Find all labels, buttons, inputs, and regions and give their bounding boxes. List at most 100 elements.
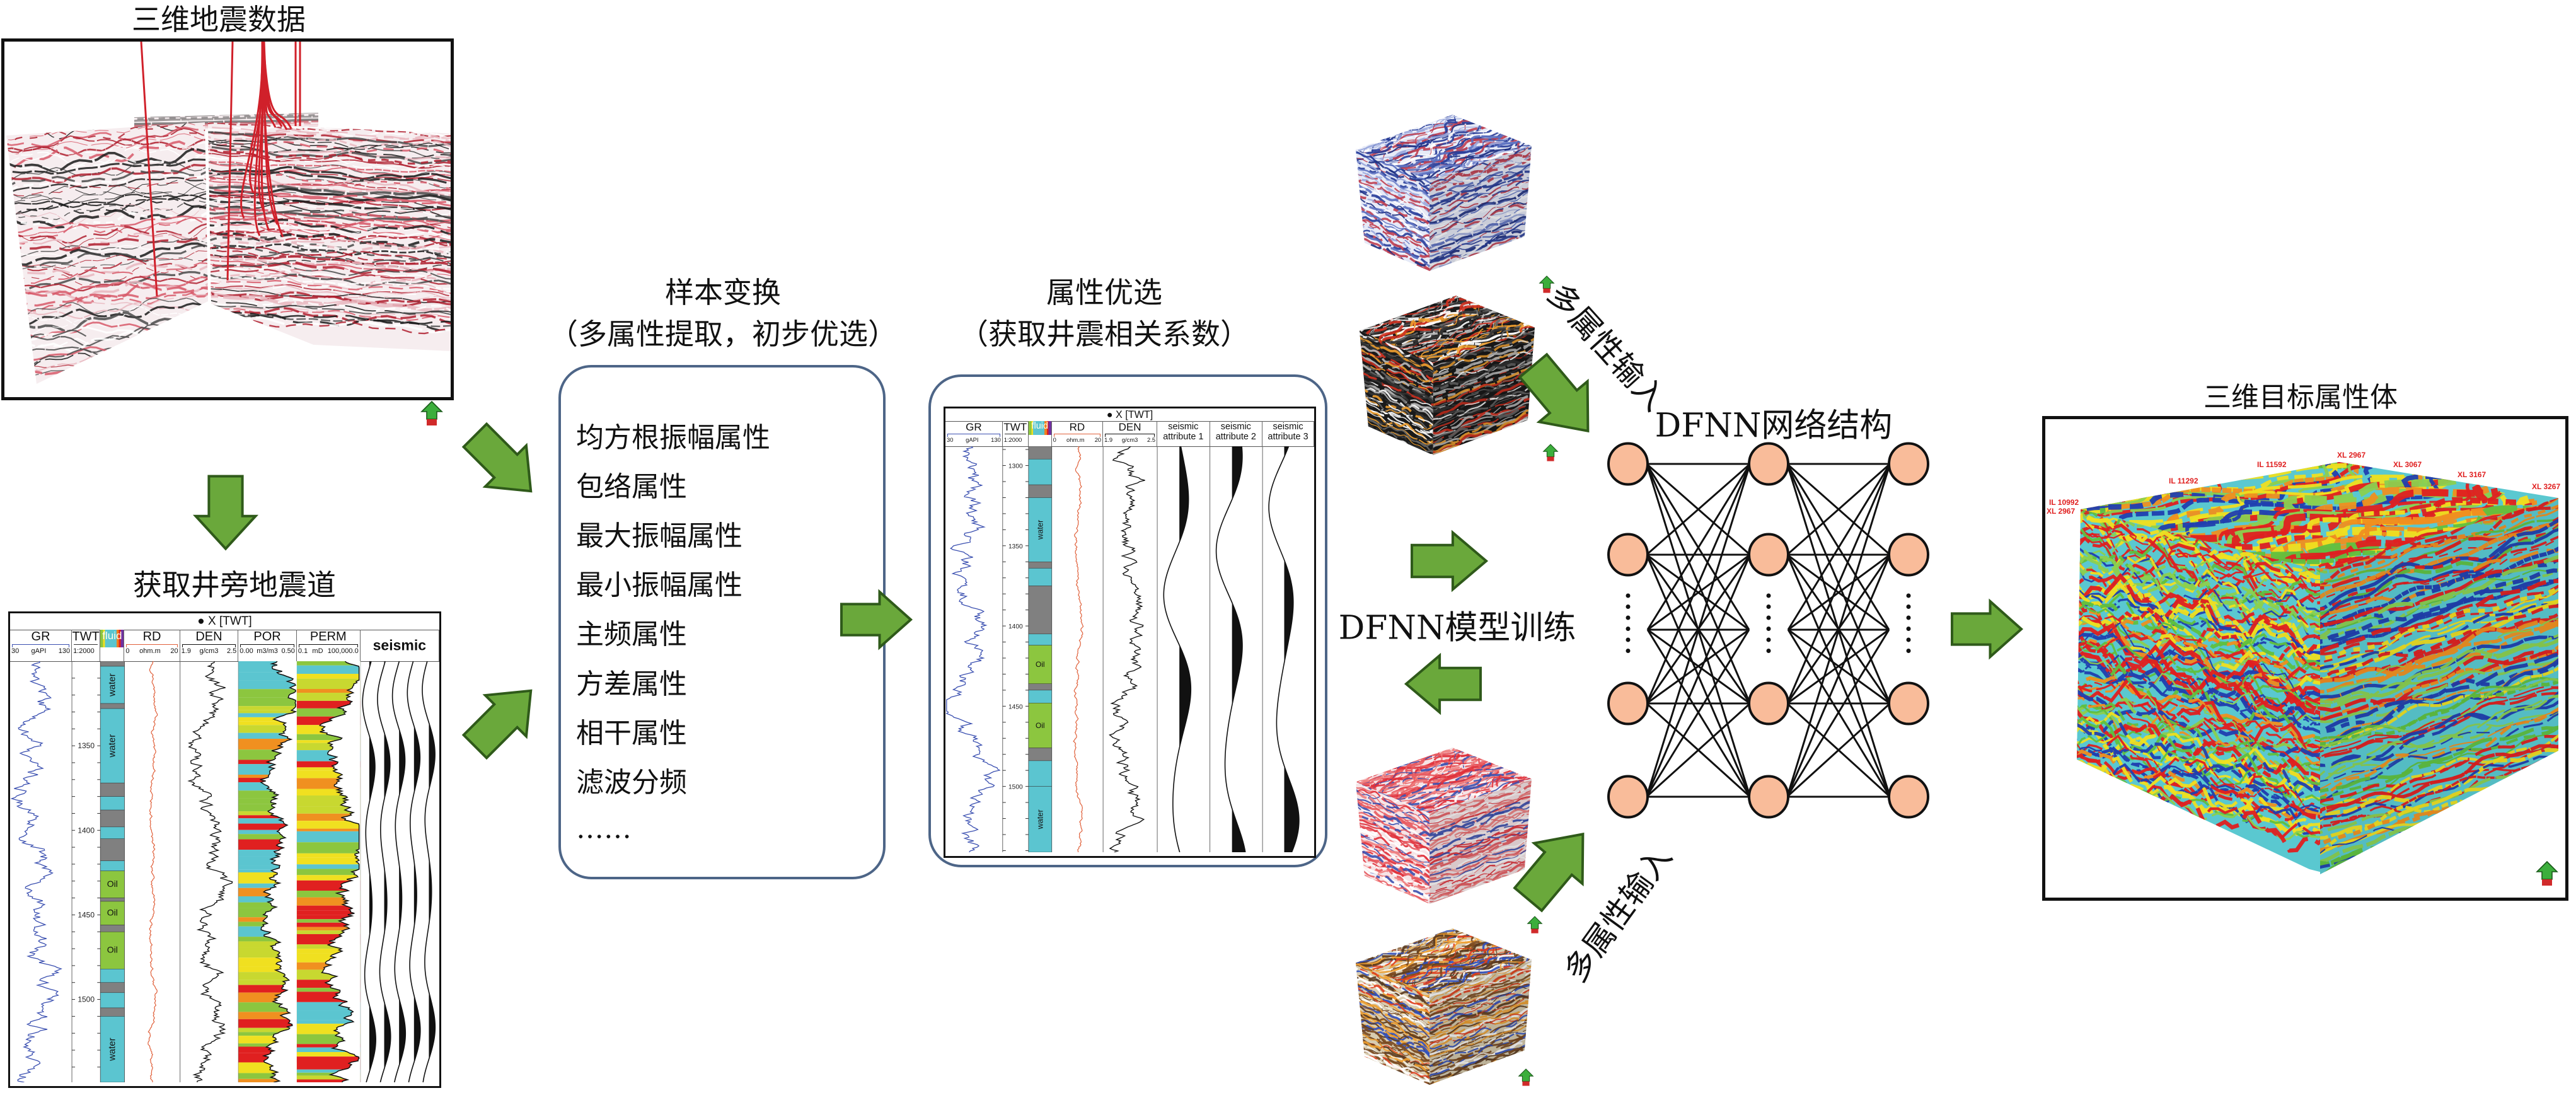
column-name: TWT	[1003, 421, 1027, 433]
column-name-2: attribute 2	[1215, 431, 1256, 442]
ellipsis-dot	[1906, 627, 1911, 631]
ellipsis-dot	[1906, 593, 1911, 598]
dfnn-network	[1607, 442, 1929, 819]
orientation-arrow-icon	[420, 400, 443, 425]
column-name: GR	[966, 421, 982, 433]
fluid-label: Oil	[1036, 721, 1045, 730]
scale-unit: gAPI	[31, 647, 47, 655]
orientation-icons	[420, 275, 2558, 1086]
fluid-legend-strip: fluid	[1028, 421, 1051, 435]
depth-label: 1400	[1008, 623, 1023, 630]
cube-label: IL 11592	[2257, 460, 2287, 469]
fluid-label: Oil	[107, 879, 118, 889]
list-item: 相干属性	[576, 717, 687, 749]
network-edge	[1786, 702, 1891, 798]
log-column-header-seismic: seismic	[361, 630, 439, 661]
depth-label: 1350	[78, 741, 95, 750]
ellipsis-dot	[1906, 649, 1911, 653]
scale-min: 0	[1053, 437, 1056, 443]
track-attr	[1163, 446, 1192, 852]
cube-label: XL 3267	[2532, 482, 2560, 491]
fluid-interval-shale	[100, 809, 125, 828]
fluid-label: Oil	[1036, 660, 1045, 669]
scale-min: 0	[125, 647, 130, 655]
network-edge	[1647, 553, 1751, 631]
scale-unit: ohm.m	[139, 647, 161, 655]
scale-min: 1.9	[181, 647, 191, 655]
fluid-interval-oil	[100, 870, 125, 898]
flow-arrows	[192, 352, 2024, 913]
scale-min: 1.9	[1104, 437, 1113, 443]
column-name: fluid	[102, 630, 122, 642]
log-column-header-fluid: fluid	[1028, 421, 1052, 446]
network-edge	[1787, 463, 1891, 630]
attribute-selection-subtitle: （获取井震相关系数）	[959, 317, 1249, 351]
scale-unit: g/cm3	[199, 647, 219, 655]
fluid-interval-water	[1028, 459, 1052, 485]
scale-bar	[126, 644, 178, 647]
track-den	[1109, 446, 1145, 852]
log-title: ● X [TWT]	[945, 408, 1314, 422]
scale-max: 2.5	[226, 647, 237, 655]
cube-label: XL 3067	[2393, 460, 2422, 469]
wiggle-fill	[369, 661, 376, 1082]
wiggle-trace	[377, 661, 391, 1082]
fluid-interval-oil	[100, 931, 125, 969]
depth-label: 1450	[78, 910, 95, 919]
scale-unit: g/cm3	[1121, 437, 1138, 443]
arrow-right-icon	[1951, 598, 2024, 660]
wiggle-trace	[407, 661, 421, 1082]
track-gr	[945, 446, 1001, 852]
scale-bar	[182, 644, 236, 647]
orientation-arrow-icon	[1527, 916, 1543, 934]
arrow-left-icon	[1404, 652, 1482, 715]
column-name: RD	[1069, 421, 1085, 433]
fluid-interval-water	[1028, 760, 1052, 787]
network-node	[1748, 681, 1789, 726]
track-por	[238, 661, 297, 1082]
network-edge	[1646, 702, 1751, 798]
seismic-data-title: 三维地震数据	[132, 3, 306, 37]
fluid-label: water	[107, 734, 117, 758]
column-name-2: attribute 3	[1268, 431, 1308, 442]
network-node	[1888, 442, 1929, 486]
fluid-legend-strip: fluid	[100, 630, 124, 647]
column-name-2: attribute 1	[1163, 431, 1204, 442]
track-wig	[362, 661, 436, 1082]
arrow-down-icon	[192, 475, 259, 551]
scale-unit: m3/m3	[257, 647, 278, 655]
fluid-label: water	[107, 673, 117, 697]
wiggle-trace	[362, 661, 376, 1082]
scale-bar	[12, 644, 70, 647]
attribute-cubes	[1356, 115, 1535, 1085]
fluid-interval-shale	[100, 838, 125, 861]
list-item: 最大振幅属性	[576, 520, 742, 552]
network-edge	[1646, 628, 1750, 705]
fluid-interval-water	[100, 1016, 125, 1082]
scale-bar	[240, 644, 294, 647]
list-item: ……	[576, 813, 632, 845]
depth-label: 1350	[1008, 543, 1023, 550]
network-edge	[1646, 629, 1750, 797]
fluid-interval-water	[100, 708, 125, 784]
orientation-arrow-icon	[2536, 860, 2558, 886]
depth-label: 1300	[1008, 463, 1023, 470]
scale-max: 100,000.0	[327, 647, 359, 655]
column-name: seismic	[1220, 422, 1251, 432]
scale-bar	[947, 434, 1000, 437]
network-node	[1607, 442, 1649, 486]
network-connections	[1646, 463, 1891, 798]
training-label: DFNN模型训练	[1338, 609, 1576, 647]
ellipsis-dot	[1766, 604, 1771, 609]
seismic-3d-view	[1, 38, 454, 400]
ellipsis-dot	[1626, 627, 1631, 631]
wiggle-trace	[1268, 446, 1300, 852]
cube-label: IL 10992	[2049, 498, 2079, 507]
